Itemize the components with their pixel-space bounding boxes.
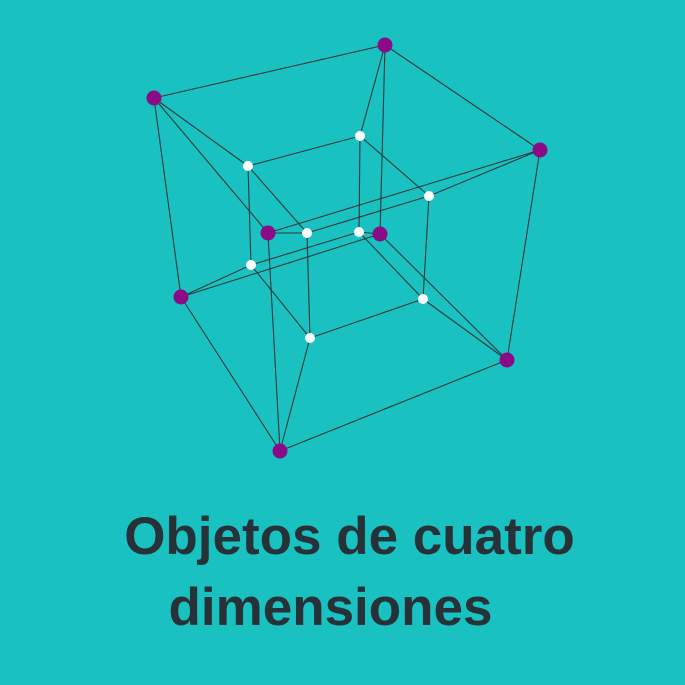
tesseract-edge (358, 135, 361, 233)
tesseract-edge (384, 44, 541, 151)
inner-vertex (418, 294, 428, 304)
outer-vertex (146, 90, 162, 106)
outer-vertex (532, 142, 548, 158)
outer-vertex (173, 289, 189, 305)
tesseract-edge (247, 135, 361, 167)
outer-vertex (260, 225, 276, 241)
inner-vertex (355, 131, 365, 141)
tesseract-edge (359, 44, 386, 137)
tesseract-edge (359, 135, 430, 197)
outer-vertex (372, 226, 388, 242)
tesseract-edge (279, 359, 508, 452)
tesseract-edge (250, 231, 360, 266)
tesseract-edge (379, 233, 508, 361)
tesseract-vertices (146, 37, 548, 459)
inner-vertex (354, 227, 364, 237)
tesseract-diagram (146, 37, 548, 459)
inner-vertex (302, 228, 312, 238)
tesseract-edge (428, 149, 541, 197)
tesseract-edge (422, 195, 430, 300)
tesseract-edges (153, 44, 541, 452)
inner-vertex (305, 333, 315, 343)
inner-vertex (243, 161, 253, 171)
tesseract-edge (279, 337, 311, 452)
title-line-1: Objetos de cuatro (124, 507, 575, 566)
inner-vertex (424, 191, 434, 201)
tesseract-edge (309, 298, 424, 339)
tesseract-edge (180, 233, 381, 298)
outer-vertex (272, 443, 288, 459)
tesseract-edge (422, 298, 508, 361)
tesseract-edge (306, 232, 311, 339)
tesseract-edge (306, 195, 430, 234)
tesseract-edge (250, 264, 311, 339)
tesseract-edge (180, 296, 281, 452)
tesseract-edge (267, 232, 281, 452)
tesseract-edge (247, 165, 308, 234)
tesseract-edge (153, 44, 386, 99)
title-line-2: dimensiones (168, 578, 493, 637)
tesseract-edge (180, 264, 252, 298)
tesseract-edge (358, 231, 424, 300)
tesseract-edge (506, 149, 541, 361)
inner-vertex (246, 260, 256, 270)
tesseract-edge (247, 165, 252, 266)
tesseract-edge (379, 44, 386, 235)
outer-vertex (499, 352, 515, 368)
tesseract-edge (153, 97, 249, 167)
tesseract-edge (153, 97, 182, 298)
tesseract-edge (267, 149, 541, 234)
outer-vertex (377, 37, 393, 53)
